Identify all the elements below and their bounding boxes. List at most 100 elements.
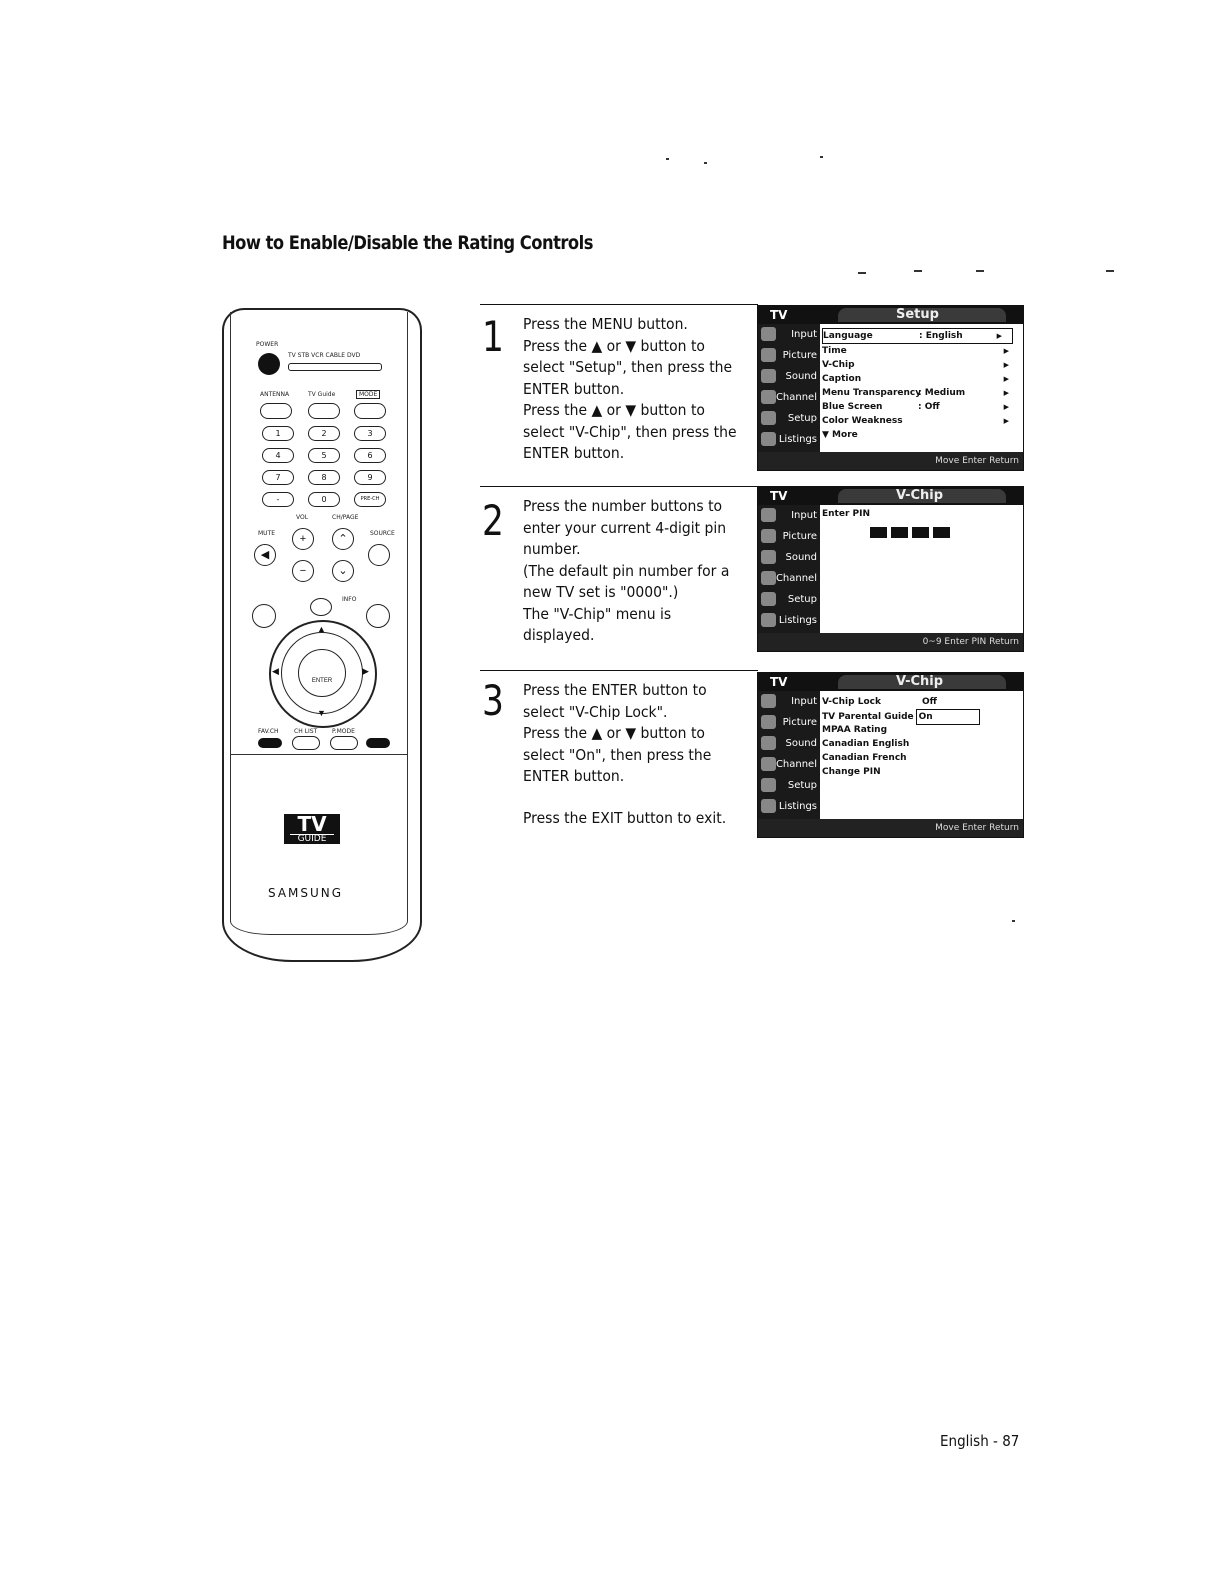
osd-header: TV V-Chip xyxy=(758,487,1023,505)
channel-icon xyxy=(761,390,776,404)
vol-down-button: − xyxy=(292,560,314,582)
step-number: 3 xyxy=(482,676,504,725)
instruction-line: Press the ▲ or ▼ button to select "On", … xyxy=(523,724,712,785)
dash-button: - xyxy=(262,492,294,507)
digit-button: 0 xyxy=(308,492,340,507)
remote-divider xyxy=(230,754,408,755)
osd-sidebar: Input Picture Sound Channel Setup Listin… xyxy=(758,505,820,633)
sound-icon xyxy=(761,369,776,383)
mode-selector xyxy=(288,363,382,371)
enter-pin-label: Enter PIN xyxy=(822,509,871,519)
chpage-label: CH/PAGE xyxy=(332,514,359,521)
tv-screen-pin-entry: TV V-Chip Input Picture Sound Channel Se… xyxy=(757,486,1024,652)
osd-side-setup: Setup xyxy=(758,408,820,429)
setup-icon xyxy=(761,778,776,792)
info-label: INFO xyxy=(342,596,357,603)
mode-button xyxy=(354,403,386,419)
osd-row-time: Time▶ xyxy=(822,346,1009,356)
digit-button: 5 xyxy=(308,448,340,463)
osd-footer: Move Enter Return xyxy=(758,819,1023,837)
osd-side-picture: Picture xyxy=(758,712,820,733)
listings-icon xyxy=(761,432,776,446)
digit-button: 8 xyxy=(308,470,340,485)
osd-side-input: Input xyxy=(758,505,820,526)
osd-pin-body: Enter PIN xyxy=(822,509,1019,543)
up-arrow-icon: ▲ xyxy=(317,624,326,634)
digit-button: 9 xyxy=(354,470,386,485)
instruction-line: Press the number buttons to enter your c… xyxy=(523,497,727,558)
osd-row-canadian-english: Canadian English xyxy=(822,739,910,749)
sound-icon xyxy=(761,736,776,750)
tv-screen-vchip-menu: TV V-Chip Input Picture Sound Channel Se… xyxy=(757,672,1024,838)
power-label: POWER xyxy=(256,341,279,348)
source-button xyxy=(368,544,390,566)
tv-guide-logo: TV GUIDE xyxy=(284,814,340,844)
ch-up-button: ⌃ xyxy=(332,528,354,550)
menu-button xyxy=(252,604,276,628)
osd-side-input: Input xyxy=(758,324,820,345)
tvguide-button xyxy=(308,403,340,419)
right-arrow-icon: ▶ xyxy=(1003,375,1009,383)
digit-button: 4 xyxy=(262,448,294,463)
osd-side-channel: Channel xyxy=(758,568,820,589)
right-arrow-icon: ▶ xyxy=(1003,347,1009,355)
channel-icon xyxy=(761,757,776,771)
antenna-button xyxy=(260,403,292,419)
step-instructions: Press the MENU button. Press the ▲ or ▼ … xyxy=(523,314,739,465)
osd-row-more: ▼ More xyxy=(822,430,858,440)
osd-row-menu-transparency: Menu Transparency: Medium▶ xyxy=(822,388,1009,398)
picture-icon xyxy=(761,715,776,729)
power-button xyxy=(258,353,280,375)
osd-side-setup: Setup xyxy=(758,775,820,796)
tv-guide-logo-sub: GUIDE xyxy=(290,834,334,844)
osd-header-tab xyxy=(838,308,1006,322)
osd-footer-hints: 0~9 Enter PIN Return xyxy=(922,637,1019,647)
page-title: How to Enable/Disable the Rating Control… xyxy=(222,232,593,254)
enter-button: ENTER xyxy=(298,649,346,697)
scan-speck xyxy=(820,156,823,158)
pin-digit-box xyxy=(870,527,887,538)
pin-digit-box xyxy=(912,527,929,538)
favch-label: FAV.CH xyxy=(258,728,279,735)
tvguide-label: TV Guide xyxy=(308,391,336,398)
osd-side-sound: Sound xyxy=(758,733,820,754)
source-label: SOURCE xyxy=(370,530,395,537)
right-arrow-icon: ▶ xyxy=(362,666,369,676)
right-arrow-icon: ▶ xyxy=(1003,361,1009,369)
osd-footer-hints: Move Enter Return xyxy=(935,823,1019,833)
setup-icon xyxy=(761,592,776,606)
osd-side-sound: Sound xyxy=(758,366,820,387)
osd-footer: Move Enter Return xyxy=(758,452,1023,470)
right-arrow-icon: ▶ xyxy=(1003,417,1009,425)
scan-speck xyxy=(858,272,866,274)
step-rule xyxy=(480,304,758,305)
osd-side-listings: Listings xyxy=(758,796,820,817)
sound-icon xyxy=(761,550,776,564)
instruction-line: Press the ▲ or ▼ button to select "V-Chi… xyxy=(523,401,737,462)
step-rule xyxy=(480,670,758,671)
osd-tv-label: TV xyxy=(770,489,788,503)
osd-tv-label: TV xyxy=(770,308,788,322)
remote-inner-outline xyxy=(230,312,408,935)
ch-down-button: ⌄ xyxy=(332,560,354,582)
listings-icon xyxy=(761,799,776,813)
osd-side-input: Input xyxy=(758,691,820,712)
osd-row-canadian-french: Canadian French xyxy=(822,753,907,763)
input-icon xyxy=(761,508,776,522)
page-number: English - 87 xyxy=(940,1432,1020,1450)
picture-icon xyxy=(761,529,776,543)
osd-row-caption: Caption▶ xyxy=(822,374,1009,384)
digit-button: 3 xyxy=(354,426,386,441)
osd-side-sound: Sound xyxy=(758,547,820,568)
favch-button xyxy=(258,738,282,748)
osd-side-channel: Channel xyxy=(758,387,820,408)
osd-sidebar: Input Picture Sound Channel Setup Listin… xyxy=(758,691,820,819)
remote-illustration: POWER TV STB VCR CABLE DVD ANTENNA TV Gu… xyxy=(222,308,422,968)
scan-speck xyxy=(914,270,922,272)
channel-icon xyxy=(761,571,776,585)
step-number: 1 xyxy=(482,312,504,361)
osd-header: TV V-Chip xyxy=(758,673,1023,691)
right-arrow-icon: ▶ xyxy=(996,332,1002,340)
scan-speck xyxy=(976,270,984,272)
